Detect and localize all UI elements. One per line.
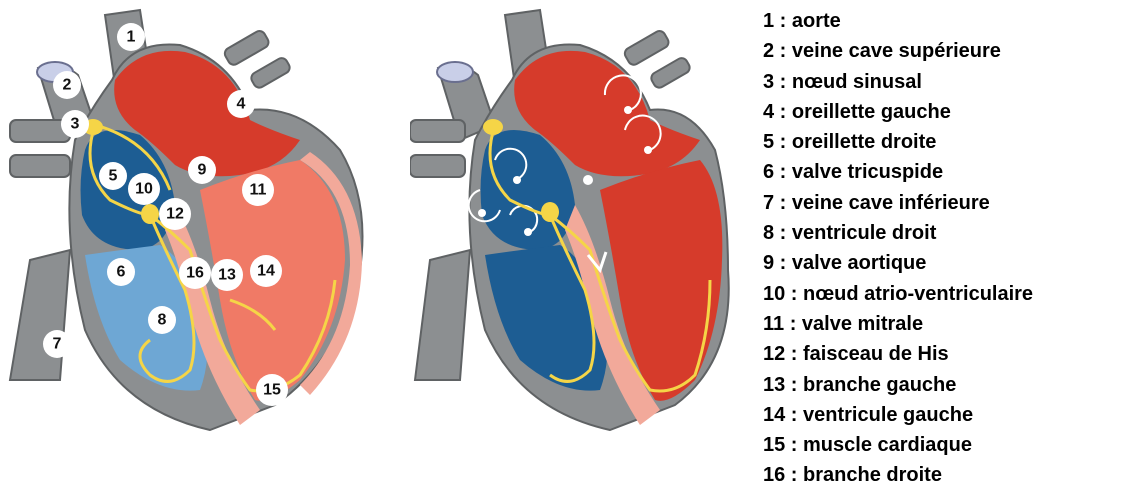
marker-7: 7 — [43, 330, 71, 358]
marker-9: 9 — [188, 156, 216, 184]
marker-6: 6 — [107, 258, 135, 286]
marker-8: 8 — [148, 306, 176, 334]
pulmonary-artery-b — [623, 29, 671, 67]
inferior-vena-cava-vessel — [10, 250, 70, 380]
pulmonary-vein-b — [410, 120, 465, 142]
svg-text:3: 3 — [71, 116, 80, 133]
legend-item-9: 9 : valve aortique — [763, 248, 1033, 278]
legend-list: 1 : aorte 2 : veine cave supérieure 3 : … — [763, 6, 1033, 491]
marker-12: 12 — [159, 198, 191, 230]
marker-1: 1 — [117, 23, 145, 51]
legend-item-14: 14 : ventricule gauche — [763, 400, 1033, 430]
sinus-node-b — [483, 119, 503, 135]
heart-activation-diagram — [410, 0, 740, 492]
legend-item-7: 7 : veine cave inférieure — [763, 188, 1033, 218]
av-node — [141, 204, 159, 224]
heart-anatomy-diagram: 1 2 3 4 5 6 7 8 9 10 11 12 13 14 15 16 — [0, 0, 410, 492]
legend-item-11: 11 : valve mitrale — [763, 309, 1033, 339]
svg-text:1: 1 — [127, 29, 136, 46]
svg-text:6: 6 — [117, 264, 126, 281]
marker-15: 15 — [256, 374, 288, 406]
inferior-vena-cava-b — [415, 250, 470, 380]
marker-5: 5 — [99, 162, 127, 190]
svg-text:16: 16 — [186, 265, 204, 282]
legend-item-4: 4 : oreillette gauche — [763, 97, 1033, 127]
pulmonary-artery-b2 — [649, 56, 692, 90]
legend-item-16: 16 : branche droite — [763, 460, 1033, 490]
svg-text:15: 15 — [263, 382, 281, 399]
vena-cava-opening-b — [437, 62, 473, 82]
legend-item-12: 12 : faisceau de His — [763, 339, 1033, 369]
svg-text:14: 14 — [257, 263, 275, 280]
svg-text:11: 11 — [250, 182, 267, 199]
legend-item-15: 15 : muscle cardiaque — [763, 430, 1033, 460]
svg-text:10: 10 — [135, 181, 153, 198]
pulmonary-artery-right-2 — [249, 56, 292, 90]
legend-item-10: 10 : nœud atrio-ventriculaire — [763, 279, 1033, 309]
pulmonary-vein-upper — [10, 120, 70, 142]
svg-text:13: 13 — [218, 267, 236, 284]
legend-item-8: 8 : ventricule droit — [763, 218, 1033, 248]
legend-item-6: 6 : valve tricuspide — [763, 157, 1033, 187]
svg-text:8: 8 — [158, 312, 167, 329]
pulmonary-artery-right — [223, 29, 271, 67]
marker-14: 14 — [250, 255, 282, 287]
marker-11: 11 — [242, 174, 274, 206]
legend-item-1: 1 : aorte — [763, 6, 1033, 36]
legend-item-3: 3 : nœud sinusal — [763, 67, 1033, 97]
marker-16: 16 — [179, 257, 211, 289]
svg-text:4: 4 — [237, 96, 246, 113]
svg-text:9: 9 — [198, 162, 207, 179]
svg-text:7: 7 — [53, 336, 62, 353]
legend-item-2: 2 : veine cave supérieure — [763, 36, 1033, 66]
marker-4: 4 — [227, 90, 255, 118]
svg-text:2: 2 — [63, 77, 72, 94]
legend-item-5: 5 : oreillette droite — [763, 127, 1033, 157]
marker-2: 2 — [53, 71, 81, 99]
legend-item-13: 13 : branche gauche — [763, 370, 1033, 400]
pulmonary-vein-b2 — [410, 155, 465, 177]
pulmonary-vein-lower — [10, 155, 70, 177]
marker-3: 3 — [61, 110, 89, 138]
svg-text:5: 5 — [109, 168, 118, 185]
marker-10: 10 — [128, 173, 160, 205]
av-node-b — [541, 202, 559, 222]
svg-text:12: 12 — [166, 206, 184, 223]
marker-13: 13 — [211, 259, 243, 291]
